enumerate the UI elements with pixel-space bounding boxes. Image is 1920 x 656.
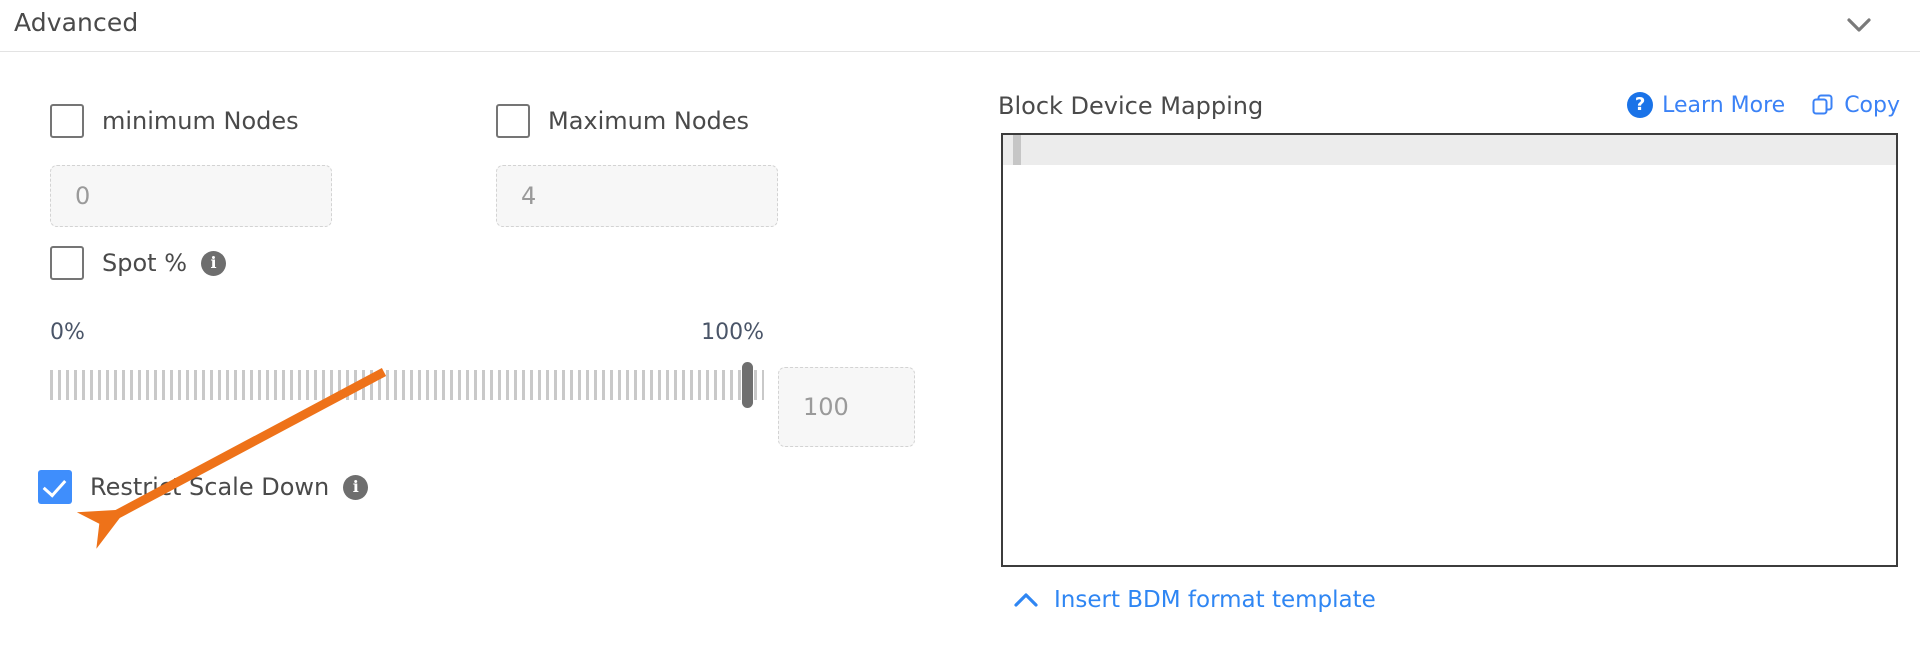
spot-percent-slider-thumb[interactable] (742, 362, 753, 408)
spot-percent-checkbox[interactable] (50, 246, 84, 280)
editor-text-area[interactable] (1003, 135, 1896, 565)
minimum-nodes-checkbox[interactable] (50, 104, 84, 138)
chevron-up-icon (1014, 593, 1038, 607)
minimum-nodes-input-placeholder: 0 (75, 182, 91, 210)
editor-active-line-highlight (1003, 135, 1896, 165)
advanced-section-header: Advanced (0, 0, 1920, 52)
maximum-nodes-row: Maximum Nodes (496, 104, 749, 138)
copy-button[interactable]: Copy (1811, 93, 1900, 118)
insert-bdm-format-template-label: Insert BDM format template (1054, 587, 1376, 613)
restrict-scale-down-label: Restrict Scale Down (90, 473, 330, 501)
advanced-left-column: minimum Nodes 0 Maximum Nodes 4 Spot % i… (0, 52, 980, 656)
spot-percent-slider-track[interactable] (50, 370, 764, 400)
maximum-nodes-checkbox[interactable] (496, 104, 530, 138)
maximum-nodes-label: Maximum Nodes (548, 107, 750, 135)
maximum-nodes-input-placeholder: 4 (521, 182, 537, 210)
spot-percent-value-placeholder: 100 (803, 393, 849, 421)
maximum-nodes-input[interactable]: 4 (496, 165, 778, 227)
collapse-section-button[interactable] (1842, 10, 1876, 40)
block-device-mapping-panel: Block Device Mapping ? Learn More Copy I… (998, 52, 1920, 656)
chevron-down-icon (1847, 18, 1871, 32)
spot-percent-row: Spot % i (50, 246, 226, 280)
slider-max-label: 100% (701, 320, 764, 345)
learn-more-link[interactable]: ? Learn More (1627, 92, 1785, 118)
block-device-mapping-editor[interactable] (1001, 133, 1898, 567)
spot-percent-slider-group: 0% 100% (50, 320, 764, 410)
block-device-mapping-actions: ? Learn More Copy (1627, 92, 1900, 118)
spot-percent-info-icon[interactable]: i (201, 250, 226, 276)
page-title: Advanced (14, 8, 139, 37)
learn-more-label: Learn More (1662, 92, 1786, 118)
block-device-mapping-title: Block Device Mapping (998, 92, 1264, 120)
restrict-scale-down-info-icon[interactable]: i (343, 474, 369, 500)
spot-percent-value-input[interactable]: 100 (778, 367, 915, 447)
spot-percent-label: Spot % (102, 249, 187, 277)
minimum-nodes-input[interactable]: 0 (50, 165, 332, 227)
minimum-nodes-label: minimum Nodes (102, 107, 299, 135)
restrict-scale-down-checkbox[interactable] (38, 470, 72, 504)
restrict-scale-down-row: Restrict Scale Down i (38, 470, 369, 504)
copy-label: Copy (1844, 92, 1900, 118)
minimum-nodes-row: minimum Nodes (50, 104, 299, 138)
slider-min-label: 0% (50, 320, 85, 345)
insert-bdm-format-template-link[interactable]: Insert BDM format template (1012, 587, 1376, 613)
editor-gutter-marker (1013, 135, 1021, 165)
help-circle-icon: ? (1627, 92, 1654, 118)
copy-icon (1812, 94, 1833, 115)
